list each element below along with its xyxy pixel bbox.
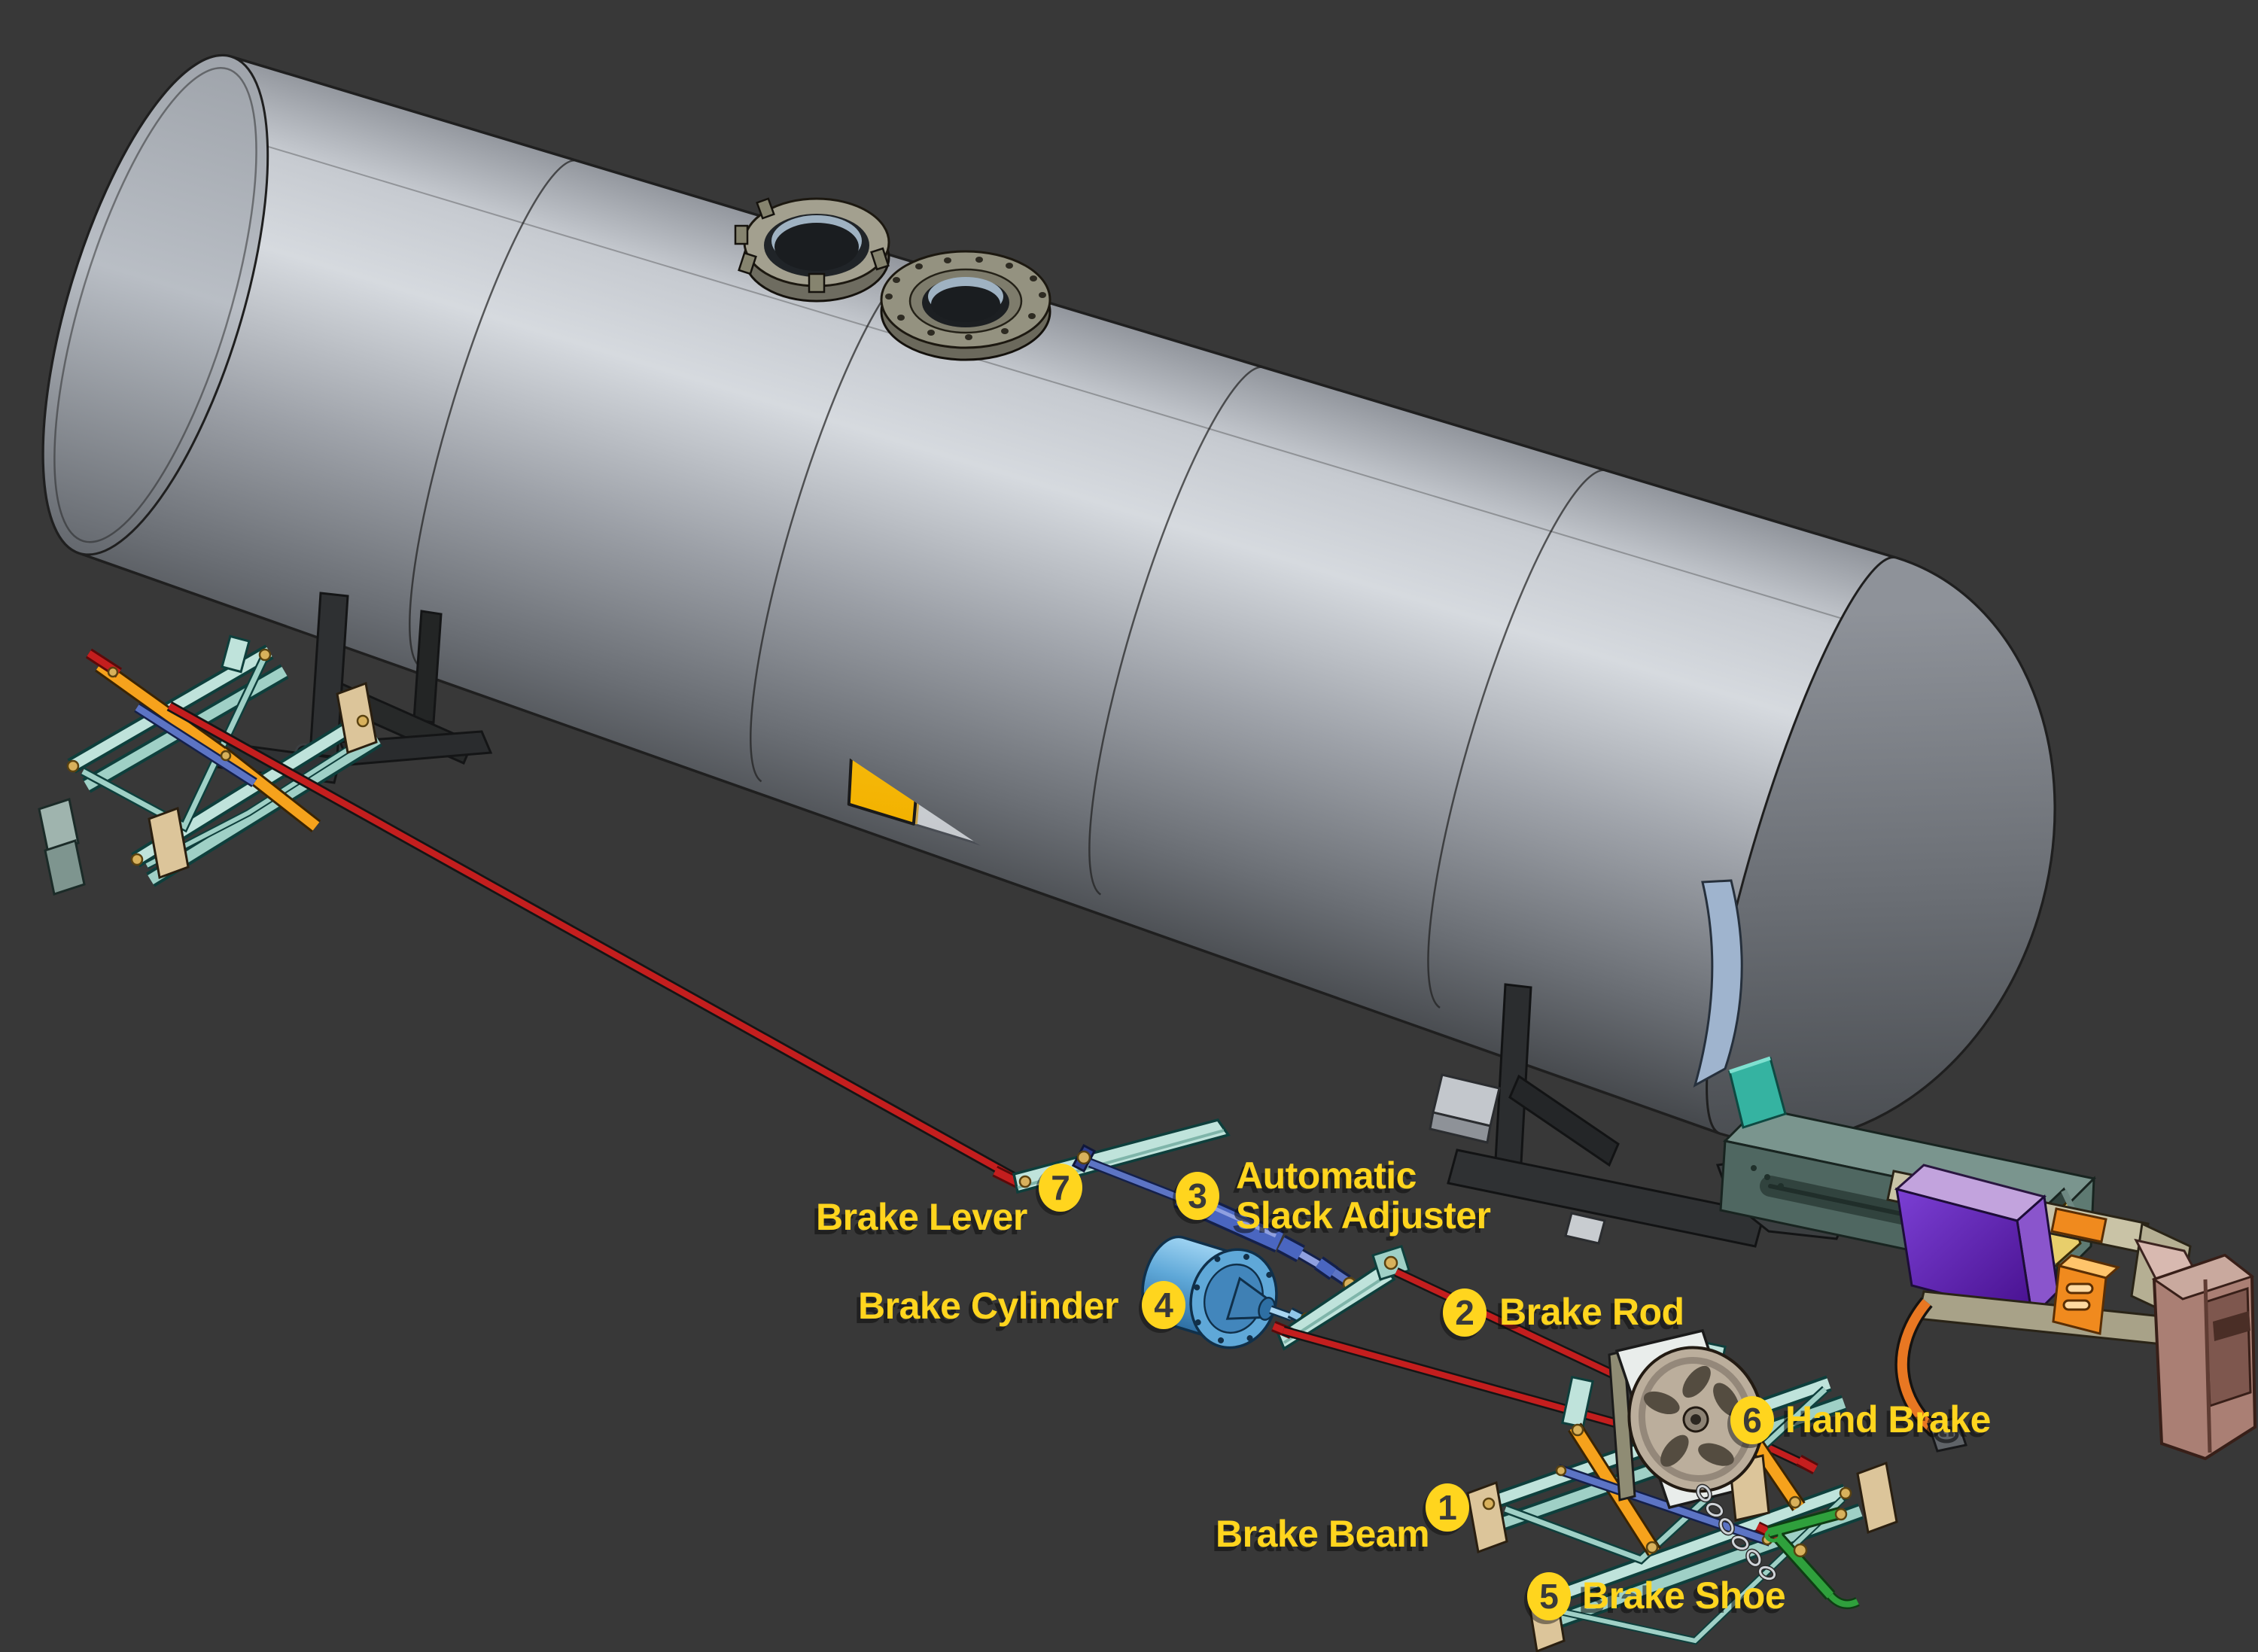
label-slack-adjuster-line2: Slack Adjuster bbox=[1236, 1194, 1491, 1237]
brake-shoe-pad bbox=[1856, 1461, 1898, 1535]
truck-brake-beam-assembly-left bbox=[38, 634, 382, 896]
label-slack-adjuster: Automatic Slack Adjuster bbox=[1236, 1156, 1491, 1236]
manway-clamp-ring bbox=[734, 197, 890, 303]
manway-bolted-flange bbox=[880, 250, 1051, 361]
label-brake-rod: Brake Rod bbox=[1499, 1291, 1684, 1333]
brake-shoe-pad bbox=[148, 806, 190, 880]
badge-brake-cylinder: 4 bbox=[1142, 1281, 1185, 1329]
hand-brake-wheel bbox=[1627, 1346, 1764, 1493]
label-brake-cylinder: Brake Cylinder bbox=[858, 1285, 1118, 1327]
badge-hand-brake: 6 bbox=[1730, 1396, 1774, 1444]
bell-crank-green bbox=[1764, 1506, 1860, 1610]
brake-shoe-pad bbox=[1466, 1480, 1508, 1554]
badge-brake-shoe: 5 bbox=[1527, 1572, 1571, 1620]
badge-brake-rod: 2 bbox=[1443, 1288, 1487, 1337]
brake-shoe-pad bbox=[336, 681, 378, 755]
label-brake-beam: Brake Beam bbox=[1216, 1513, 1430, 1555]
label-brake-lever: Brake Lever bbox=[816, 1196, 1027, 1238]
head-shield bbox=[1693, 879, 1743, 1088]
badge-slack-adjuster: 3 bbox=[1176, 1172, 1219, 1220]
label-brake-shoe: Brake Shoe bbox=[1582, 1574, 1786, 1617]
brake-cylinder-part bbox=[1141, 1235, 1313, 1349]
hand-brake-part bbox=[1608, 1328, 1860, 1610]
label-slack-adjuster-line1: Automatic bbox=[1236, 1155, 1417, 1197]
brake-rod-long bbox=[166, 701, 1019, 1184]
badge-brake-beam: 1 bbox=[1426, 1483, 1469, 1532]
right-support-and-skid bbox=[1429, 983, 1766, 1248]
tank-shell bbox=[41, 53, 2056, 1144]
label-hand-brake: Hand Brake bbox=[1785, 1398, 1991, 1441]
hose-fitting bbox=[1927, 1416, 1967, 1453]
coupler bbox=[2134, 1238, 2257, 1461]
badge-brake-lever: 7 bbox=[1039, 1164, 1082, 1212]
